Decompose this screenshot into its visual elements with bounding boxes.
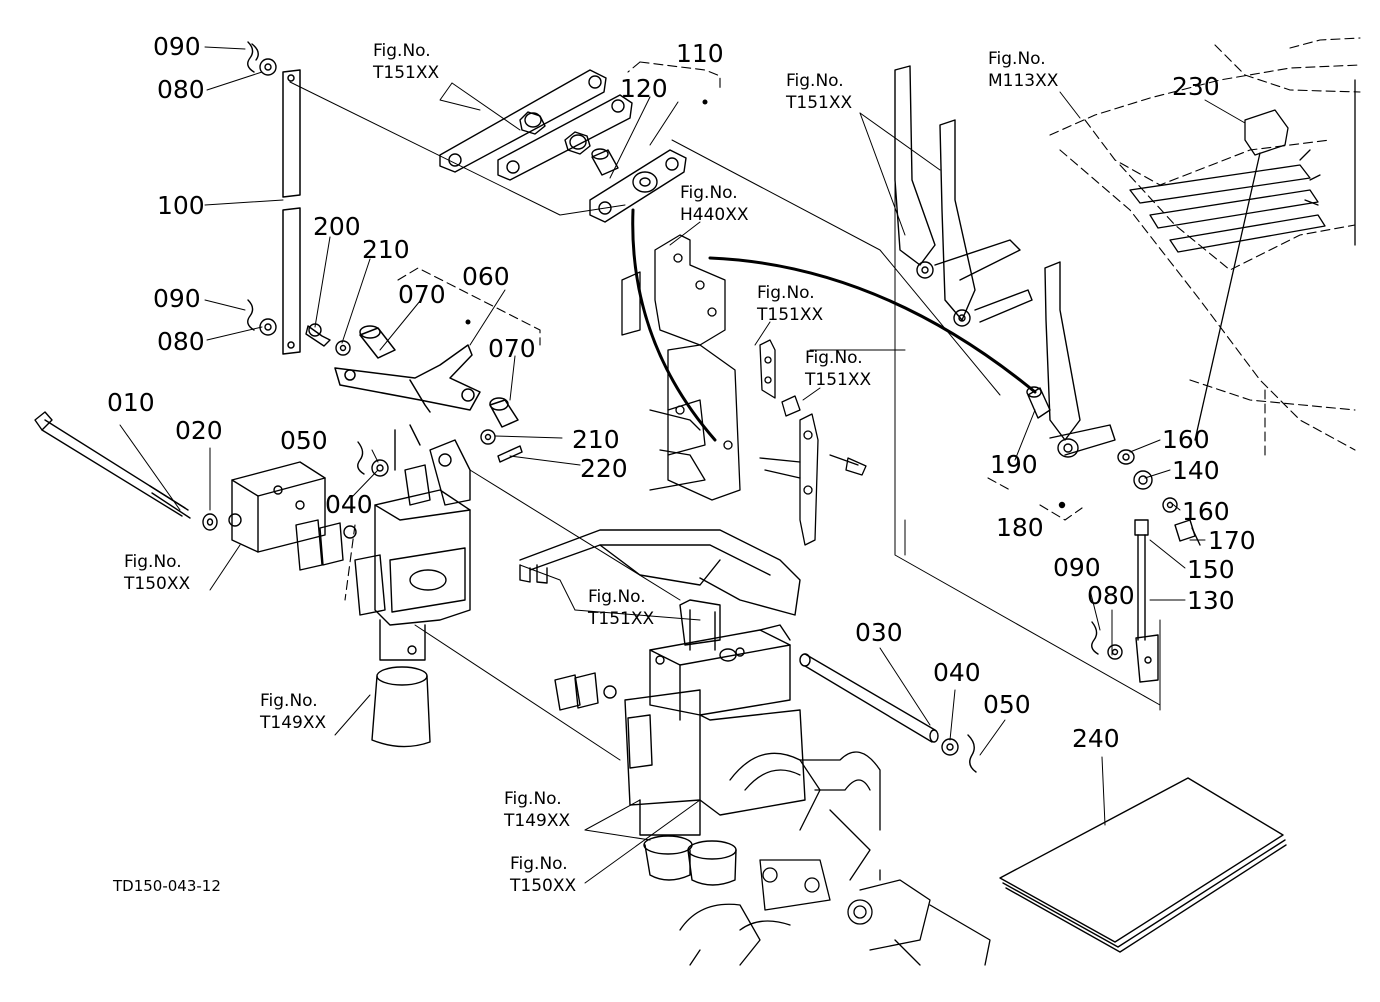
fig-ref-prefix: Fig.No. <box>588 587 646 607</box>
fig-ref-t149-left: Fig.No. T149XX <box>260 690 326 734</box>
bracket-h440 <box>621 234 867 546</box>
part-label-060: 060 <box>462 262 510 291</box>
part-label-160: 160 <box>1182 497 1230 526</box>
part-label-220: 220 <box>580 454 628 483</box>
fig-ref-t149-bottom: Fig.No. T149XX <box>504 788 570 832</box>
part-label-230: 230 <box>1172 72 1220 101</box>
fig-ref-prefix: Fig.No. <box>805 348 863 368</box>
part-label-080: 080 <box>157 327 205 356</box>
leader-lines <box>119 46 1246 884</box>
fig-ref-t151-top: Fig.No. T151XX <box>373 40 439 84</box>
valve-body-center <box>519 529 806 886</box>
washers-pins-left <box>247 41 523 477</box>
fig-ref-t151-plate1: Fig.No. T151XX <box>757 282 823 326</box>
fig-ref-prefix: Fig.No. <box>510 854 568 874</box>
part-label-120: 120 <box>620 74 668 103</box>
hydraulic-castings <box>679 751 991 966</box>
fig-ref-prefix: Fig.No. <box>988 49 1046 69</box>
fig-ref-code: T151XX <box>786 93 853 113</box>
part-label-210: 210 <box>572 425 620 454</box>
fig-ref-code: T151XX <box>373 63 440 83</box>
link-bar-100 <box>282 69 301 355</box>
part-label-240: 240 <box>1072 724 1120 753</box>
part-label-040: 040 <box>933 658 981 687</box>
part-label-140: 140 <box>1172 456 1220 485</box>
fig-ref-prefix: Fig.No. <box>504 789 562 809</box>
fig-ref-t150-left: Fig.No. T150XX <box>124 551 190 595</box>
control-cable <box>631 208 1037 442</box>
dot-markers <box>465 99 708 325</box>
part-label-090: 090 <box>153 32 201 61</box>
fig-ref-h440: Fig.No. H440XX <box>680 182 749 226</box>
fig-ref-code: T149XX <box>504 811 571 831</box>
shaft-030 <box>799 653 977 773</box>
part-label-030: 030 <box>855 618 903 647</box>
part-label-180: 180 <box>996 513 1044 542</box>
fig-ref-code: M113XX <box>988 71 1059 91</box>
drawing-code: TD150-043-12 <box>113 877 221 895</box>
pivot-plates-top <box>439 69 687 223</box>
valve-body-left <box>228 424 471 748</box>
dashed-outlines <box>344 37 1361 601</box>
fig-ref-code: T151XX <box>757 305 824 325</box>
fig-ref-code: H440XX <box>680 205 749 225</box>
fig-ref-prefix: Fig.No. <box>786 71 844 91</box>
fig-ref-code: T149XX <box>260 713 327 733</box>
bolt-010 <box>34 411 218 531</box>
part-label-210: 210 <box>362 235 410 264</box>
fig-ref-code: T150XX <box>510 876 577 896</box>
fig-ref-prefix: Fig.No. <box>124 552 182 572</box>
part-label-050: 050 <box>983 690 1031 719</box>
part-label-200: 200 <box>313 212 361 241</box>
fig-ref-t151-lever: Fig.No. T151XX <box>786 70 852 114</box>
levers-right <box>894 65 1201 683</box>
fig-ref-prefix: Fig.No. <box>680 183 738 203</box>
part-label-150: 150 <box>1187 555 1235 584</box>
fig-ref-prefix: Fig.No. <box>260 691 318 711</box>
part-label-100: 100 <box>157 191 205 220</box>
part-label-170: 170 <box>1208 526 1256 555</box>
part-label-190: 190 <box>990 450 1038 479</box>
part-label-070: 070 <box>398 280 446 309</box>
fig-ref-t150-bottom: Fig.No. T150XX <box>510 853 576 897</box>
fig-ref-prefix: Fig.No. <box>373 41 431 61</box>
part-label-050: 050 <box>280 426 328 455</box>
fig-ref-t151-plate2: Fig.No. T151XX <box>805 347 871 391</box>
fig-ref-t151-mid: Fig.No. T151XX <box>588 586 654 630</box>
part-label-010: 010 <box>107 388 155 417</box>
fig-ref-code: T151XX <box>588 609 655 629</box>
lever-arm-060 <box>334 325 519 428</box>
console-m113 <box>1129 79 1356 441</box>
part-label-080: 080 <box>157 75 205 104</box>
part-label-070: 070 <box>488 334 536 363</box>
fig-ref-m113: Fig.No. M113XX <box>988 48 1058 92</box>
part-label-130: 130 <box>1187 586 1235 615</box>
part-label-090: 090 <box>153 284 201 313</box>
fig-ref-code: T151XX <box>805 370 872 390</box>
owner-manual-240 <box>999 777 1287 953</box>
part-label-020: 020 <box>175 416 223 445</box>
part-label-040: 040 <box>325 490 373 519</box>
part-label-110: 110 <box>676 39 724 68</box>
fig-ref-prefix: Fig.No. <box>757 283 815 303</box>
part-label-080: 080 <box>1087 581 1135 610</box>
part-label-090: 090 <box>1053 553 1101 582</box>
part-label-160: 160 <box>1162 425 1210 454</box>
fig-ref-code: T150XX <box>124 574 191 594</box>
